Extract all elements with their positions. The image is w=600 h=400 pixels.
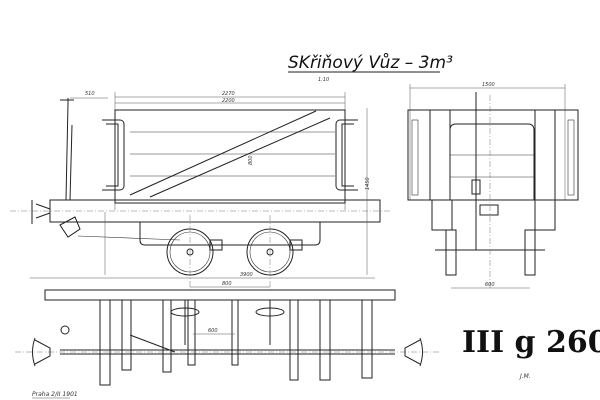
dim-body-height: 800 bbox=[248, 155, 254, 165]
drawing-number: III g 260 bbox=[462, 325, 600, 360]
dim-total-length: 3900 bbox=[240, 272, 253, 278]
dim-end-width: 1500 bbox=[482, 82, 495, 88]
signature: J.M. bbox=[519, 373, 531, 380]
end-view: 1500 600 bbox=[407, 82, 579, 290]
drawing-title: SKřiňový Vůz – 3m³ bbox=[288, 52, 453, 73]
scale-label: 1:10 bbox=[318, 77, 329, 83]
dim-inner-length: 2200 bbox=[222, 98, 235, 104]
place-date: Praha 2/II 1901 bbox=[32, 391, 78, 398]
dim-plan-spacing: 600 bbox=[208, 328, 218, 334]
dim-outer-length: 2270 bbox=[222, 91, 235, 97]
dim-total-height: 1450 bbox=[365, 177, 371, 190]
end-wheel-left bbox=[445, 229, 457, 276]
dim-wheelbase: 800 bbox=[222, 281, 232, 287]
plan-view: 600 bbox=[15, 289, 440, 386]
dim-track-gauge: 600 bbox=[485, 282, 495, 288]
dim-handle-offset: 510 bbox=[85, 91, 95, 97]
side-elevation: 510 2270 2200 bbox=[10, 91, 390, 292]
end-wheel-right bbox=[524, 229, 536, 276]
